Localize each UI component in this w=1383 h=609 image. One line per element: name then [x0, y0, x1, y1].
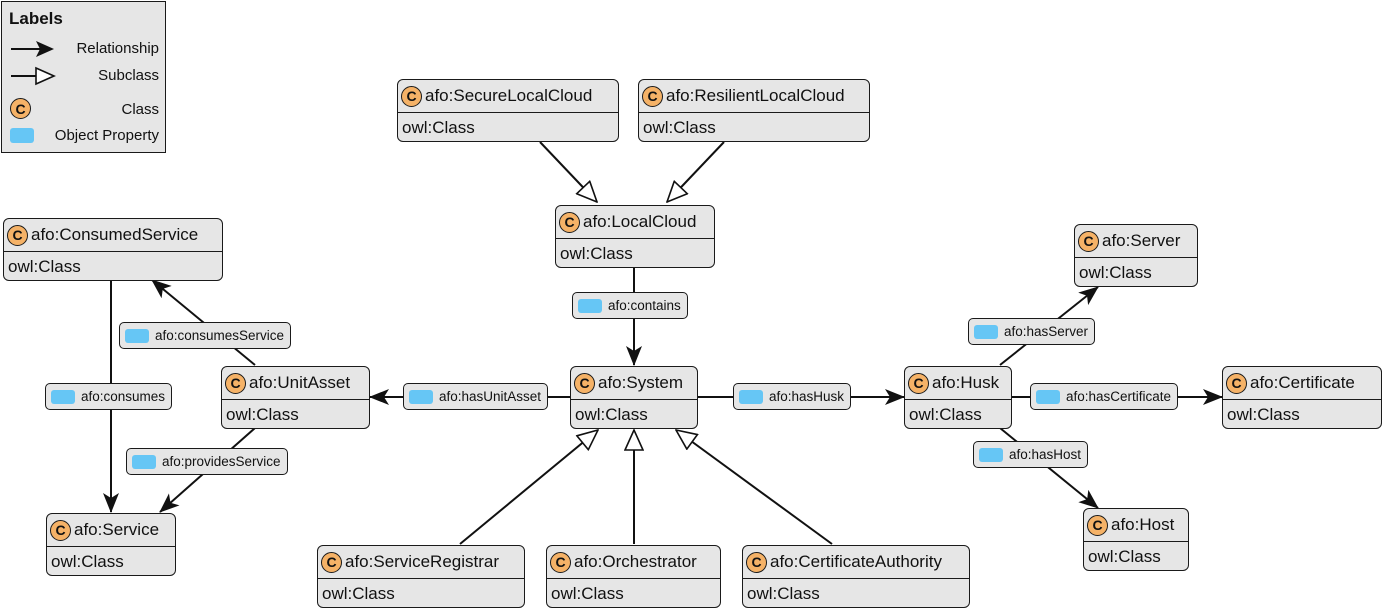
class-icon: C: [908, 372, 929, 394]
class-name: afo:UnitAsset: [249, 373, 351, 392]
class-type: owl:Class: [8, 257, 81, 276]
class-type: owl:Class: [643, 118, 716, 137]
class-name: afo:CertificateAuthority: [770, 552, 942, 571]
class-icon: C: [1087, 514, 1108, 536]
class-icon: C: [550, 551, 571, 573]
property-name: afo:hasUnitAsset: [439, 389, 542, 404]
legend-title: Labels: [9, 9, 63, 28]
class-name: afo:Service: [74, 520, 160, 539]
class-name: afo:ServiceRegistrar: [345, 552, 500, 571]
class-type: owl:Class: [51, 552, 124, 571]
object-property-icon: [578, 298, 602, 313]
property-label-hasserver[interactable]: afo:hasServer: [968, 318, 1096, 345]
property-name: afo:contains: [608, 298, 681, 313]
class-name: afo:System: [598, 373, 684, 392]
class-type: owl:Class: [1079, 263, 1152, 282]
class-name: afo:Certificate: [1250, 373, 1355, 392]
object-property-icon: [125, 328, 149, 343]
edge-resilientlocalcloud-subclass-localcloud: [667, 141, 725, 202]
property-label-hashost[interactable]: afo:hasHost: [973, 441, 1089, 468]
legend-subclass-label: Subclass: [98, 67, 159, 84]
object-property-icon: [974, 324, 998, 339]
legend: Labels Relationship Subclass C Class Obj…: [1, 1, 166, 153]
class-icon: C: [321, 551, 342, 573]
class-icon: C: [50, 519, 71, 541]
class-icon: C: [642, 85, 663, 107]
class-name: afo:ConsumedService: [31, 225, 199, 244]
class-type: owl:Class: [1227, 405, 1300, 424]
legend-subclass-arrow-icon: [11, 66, 56, 86]
property-name: afo:hasCertificate: [1066, 389, 1172, 404]
property-label-contains[interactable]: afo:contains: [572, 292, 688, 319]
class-type: owl:Class: [322, 584, 395, 603]
property-label-consumes[interactable]: afo:consumes: [45, 383, 173, 410]
object-property-icon: [739, 389, 763, 404]
legend-class-label: Class: [121, 101, 159, 118]
edge-securelocalcloud-subclass-localcloud: [539, 141, 597, 202]
class-name: afo:LocalCloud: [583, 212, 697, 231]
class-icon: C: [1226, 372, 1247, 394]
edge-serviceregistrar-subclass-system: [459, 430, 598, 545]
object-property-icon: [409, 389, 433, 404]
property-name: afo:hasServer: [1004, 324, 1089, 339]
legend-relationship-arrow-icon: [11, 41, 54, 57]
edge-certificateauthority-subclass-system: [676, 430, 833, 545]
property-name: afo:hasHost: [1009, 447, 1082, 462]
legend-relationship-label: Relationship: [76, 40, 159, 57]
class-type: owl:Class: [747, 584, 820, 603]
class-icon: C: [401, 85, 422, 107]
property-label-hascertificate[interactable]: afo:hasCertificate: [1030, 383, 1179, 410]
legend-object-property-label: Object Property: [54, 127, 159, 144]
class-type: owl:Class: [226, 405, 299, 424]
class-type: owl:Class: [1088, 547, 1161, 566]
class-icon: C: [225, 372, 246, 394]
class-type: owl:Class: [551, 584, 624, 603]
property-label-consumesservice[interactable]: afo:consumesService: [119, 322, 292, 349]
property-label-hasunitasset[interactable]: afo:hasUnitAsset: [403, 383, 549, 410]
class-type: owl:Class: [402, 118, 475, 137]
class-name: afo:Husk: [932, 373, 1000, 392]
edge-hashost: [999, 427, 1099, 509]
class-type: owl:Class: [909, 405, 982, 424]
property-name: afo:consumesService: [155, 328, 285, 343]
class-type: owl:Class: [575, 405, 648, 424]
class-name: afo:SecureLocalCloud: [425, 86, 593, 105]
class-type: owl:Class: [560, 244, 633, 263]
object-property-icon: [132, 454, 156, 469]
class-name: afo:Server: [1102, 231, 1181, 250]
property-name: afo:consumes: [81, 389, 166, 404]
class-name: afo:Orchestrator: [574, 552, 697, 571]
class-icon: C: [574, 372, 595, 394]
class-icon: C: [559, 211, 580, 233]
property-name: afo:hasHusk: [769, 389, 845, 404]
legend-class-icon: C: [10, 98, 31, 119]
object-property-icon: [979, 447, 1003, 462]
class-name: afo:ResilientLocalCloud: [666, 86, 845, 105]
class-icon: C: [7, 224, 28, 246]
property-label-hashusk[interactable]: afo:hasHusk: [733, 383, 852, 410]
legend-object-property-swatch: [10, 128, 34, 143]
property-name: afo:providesService: [162, 454, 281, 469]
class-icon: C: [746, 551, 767, 573]
object-property-icon: [51, 389, 75, 404]
property-label-providesservice[interactable]: afo:providesService: [126, 448, 288, 475]
class-name: afo:Host: [1111, 515, 1175, 534]
class-icon: C: [1078, 230, 1099, 252]
object-property-icon: [1036, 389, 1060, 404]
